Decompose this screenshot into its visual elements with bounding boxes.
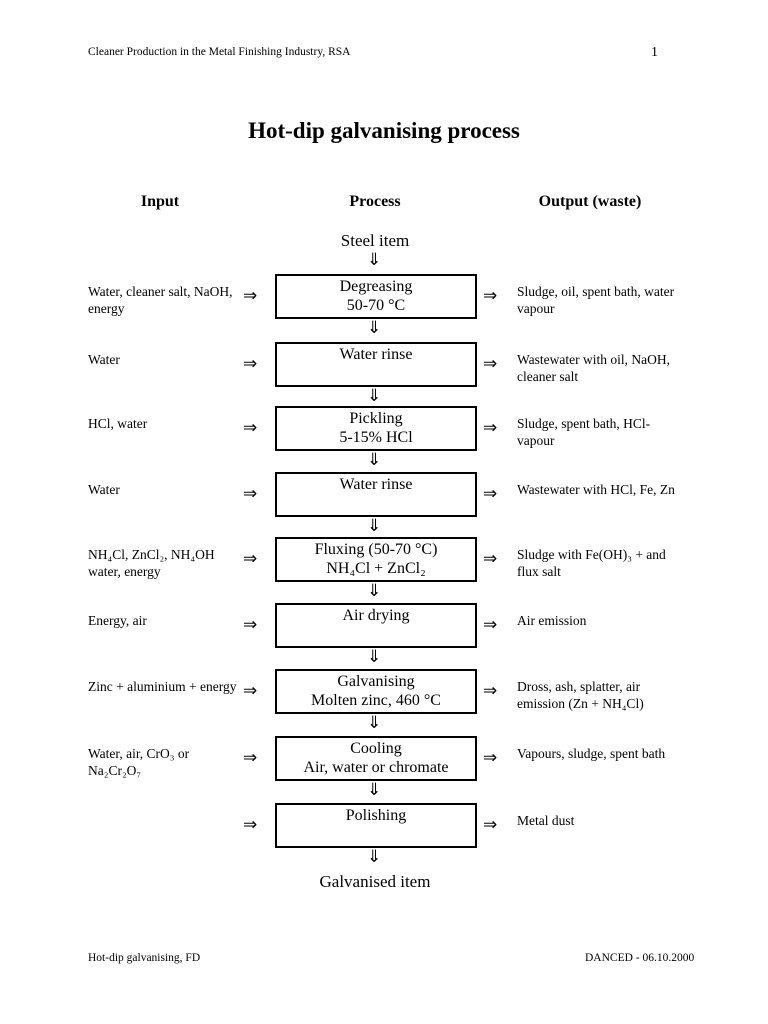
right-arrow-icon: ⇒ bbox=[483, 286, 498, 305]
process-box: Water rinse bbox=[275, 472, 477, 517]
down-arrow-icon: ⇓ bbox=[367, 318, 382, 337]
step-output: Wastewater with oil, NaOH, cleaner salt bbox=[517, 352, 670, 384]
process-row: ⇒ Polishing ⇒ Metal dust bbox=[0, 803, 768, 848]
right-arrow-icon: ⇒ bbox=[483, 681, 498, 700]
step-output: Air emission bbox=[517, 613, 587, 628]
step-output: Vapours, sludge, spent bath bbox=[517, 746, 666, 761]
down-arrow-icon: ⇓ bbox=[367, 713, 382, 732]
right-arrow-icon: ⇒ bbox=[483, 748, 498, 767]
process-detail: Air, water or chromate bbox=[303, 759, 449, 776]
process-row: NH₄Cl, ZnCl₂, NH₄OH water, energy ⇒ Flux… bbox=[0, 537, 768, 582]
right-arrow-icon: ⇒ bbox=[243, 286, 258, 305]
step-input: NH₄Cl, ZnCl₂, NH₄OH water, energy bbox=[88, 547, 215, 579]
process-name: Fluxing (50-70 °C) bbox=[314, 541, 438, 558]
process-row: Water ⇒ Water rinse ⇒ Wastewater with oi… bbox=[0, 342, 768, 387]
step-input: Water, cleaner salt, NaOH, energy bbox=[88, 284, 233, 316]
right-arrow-icon: ⇒ bbox=[243, 549, 258, 568]
process-name: Galvanising bbox=[337, 673, 415, 690]
process-box: Polishing bbox=[275, 803, 477, 848]
right-arrow-icon: ⇒ bbox=[483, 549, 498, 568]
process-box: Cooling Air, water or chromate bbox=[275, 736, 477, 781]
process-row: Water, air, CrO₃ or Na₂Cr₂O₇ ⇒ Cooling A… bbox=[0, 736, 768, 781]
process-box: Galvanising Molten zinc, 460 °C bbox=[275, 669, 477, 714]
footer-left: Hot-dip galvanising, FD bbox=[88, 952, 201, 964]
down-arrow-icon: ⇓ bbox=[367, 780, 382, 799]
step-output: Sludge, oil, spent bath, water vapour bbox=[517, 284, 675, 316]
process-box: Air drying bbox=[275, 603, 477, 648]
step-input: Water bbox=[88, 482, 120, 497]
process-box: Degreasing 50-70 °C bbox=[275, 274, 477, 319]
running-header: Cleaner Production in the Metal Finishin… bbox=[88, 46, 351, 58]
right-arrow-icon: ⇒ bbox=[243, 484, 258, 503]
process-name: Water rinse bbox=[339, 346, 413, 363]
end-label: Galvanised item bbox=[319, 872, 431, 891]
down-arrow-icon: ⇓ bbox=[367, 647, 382, 666]
step-output: Sludge with Fe(OH)₃ + and flux salt bbox=[517, 547, 666, 579]
column-header-output: Output (waste) bbox=[538, 193, 642, 210]
process-box: Fluxing (50-70 °C) NH₄Cl + ZnCl₂ bbox=[275, 537, 477, 582]
step-output: Wastewater with HCl, Fe, Zn bbox=[517, 482, 675, 497]
process-box: Pickling 5-15% HCl bbox=[275, 406, 477, 451]
step-input: Energy, air bbox=[88, 613, 147, 628]
process-detail: Molten zinc, 460 °C bbox=[311, 692, 441, 709]
process-name: Cooling bbox=[350, 740, 402, 757]
right-arrow-icon: ⇒ bbox=[243, 354, 258, 373]
down-arrow-icon: ⇓ bbox=[367, 250, 382, 269]
process-detail: 5-15% HCl bbox=[339, 429, 413, 446]
step-input: Water bbox=[88, 352, 120, 367]
down-arrow-icon: ⇓ bbox=[367, 581, 382, 600]
down-arrow-icon: ⇓ bbox=[367, 450, 382, 469]
right-arrow-icon: ⇒ bbox=[483, 354, 498, 373]
process-row: Energy, air ⇒ Air drying ⇒ Air emission bbox=[0, 603, 768, 648]
process-name: Polishing bbox=[345, 807, 407, 824]
right-arrow-icon: ⇒ bbox=[243, 615, 258, 634]
right-arrow-icon: ⇒ bbox=[483, 418, 498, 437]
step-input: HCl, water bbox=[88, 416, 148, 431]
down-arrow-icon: ⇓ bbox=[367, 386, 382, 405]
process-row: Water ⇒ Water rinse ⇒ Wastewater with HC… bbox=[0, 472, 768, 517]
right-arrow-icon: ⇒ bbox=[483, 615, 498, 634]
right-arrow-icon: ⇒ bbox=[243, 748, 258, 767]
column-header-process: Process bbox=[349, 193, 401, 210]
process-name: Degreasing bbox=[339, 278, 413, 295]
process-name: Water rinse bbox=[339, 476, 413, 493]
step-input: Water, air, CrO₃ or Na₂Cr₂O₇ bbox=[88, 746, 190, 778]
start-label: Steel item bbox=[340, 231, 410, 250]
page-number: 1 bbox=[651, 45, 658, 60]
right-arrow-icon: ⇒ bbox=[483, 815, 498, 834]
right-arrow-icon: ⇒ bbox=[483, 484, 498, 503]
step-output: Metal dust bbox=[517, 813, 575, 828]
down-arrow-icon: ⇓ bbox=[367, 847, 382, 866]
step-output: Sludge, spent bath, HCl-vapour bbox=[517, 416, 651, 448]
process-detail: NH₄Cl + ZnCl₂ bbox=[326, 560, 426, 577]
column-header-input: Input bbox=[140, 193, 180, 210]
right-arrow-icon: ⇒ bbox=[243, 681, 258, 700]
process-box: Water rinse bbox=[275, 342, 477, 387]
right-arrow-icon: ⇒ bbox=[243, 418, 258, 437]
step-output: Dross, ash, splatter, air emission (Zn +… bbox=[517, 679, 644, 711]
right-arrow-icon: ⇒ bbox=[243, 815, 258, 834]
process-row: HCl, water ⇒ Pickling 5-15% HCl ⇒ Sludge… bbox=[0, 406, 768, 451]
down-arrow-icon: ⇓ bbox=[367, 516, 382, 535]
process-detail: 50-70 °C bbox=[346, 297, 406, 314]
process-name: Pickling bbox=[349, 410, 403, 427]
footer-right: DANCED - 06.10.2000 bbox=[585, 952, 695, 964]
process-row: Water, cleaner salt, NaOH, energy ⇒ Degr… bbox=[0, 274, 768, 319]
process-row: Zinc + aluminium + energy ⇒ Galvanising … bbox=[0, 669, 768, 714]
page-title: Hot-dip galvanising process bbox=[248, 118, 520, 143]
step-input: Zinc + aluminium + energy bbox=[88, 679, 237, 694]
process-name: Air drying bbox=[342, 607, 410, 624]
